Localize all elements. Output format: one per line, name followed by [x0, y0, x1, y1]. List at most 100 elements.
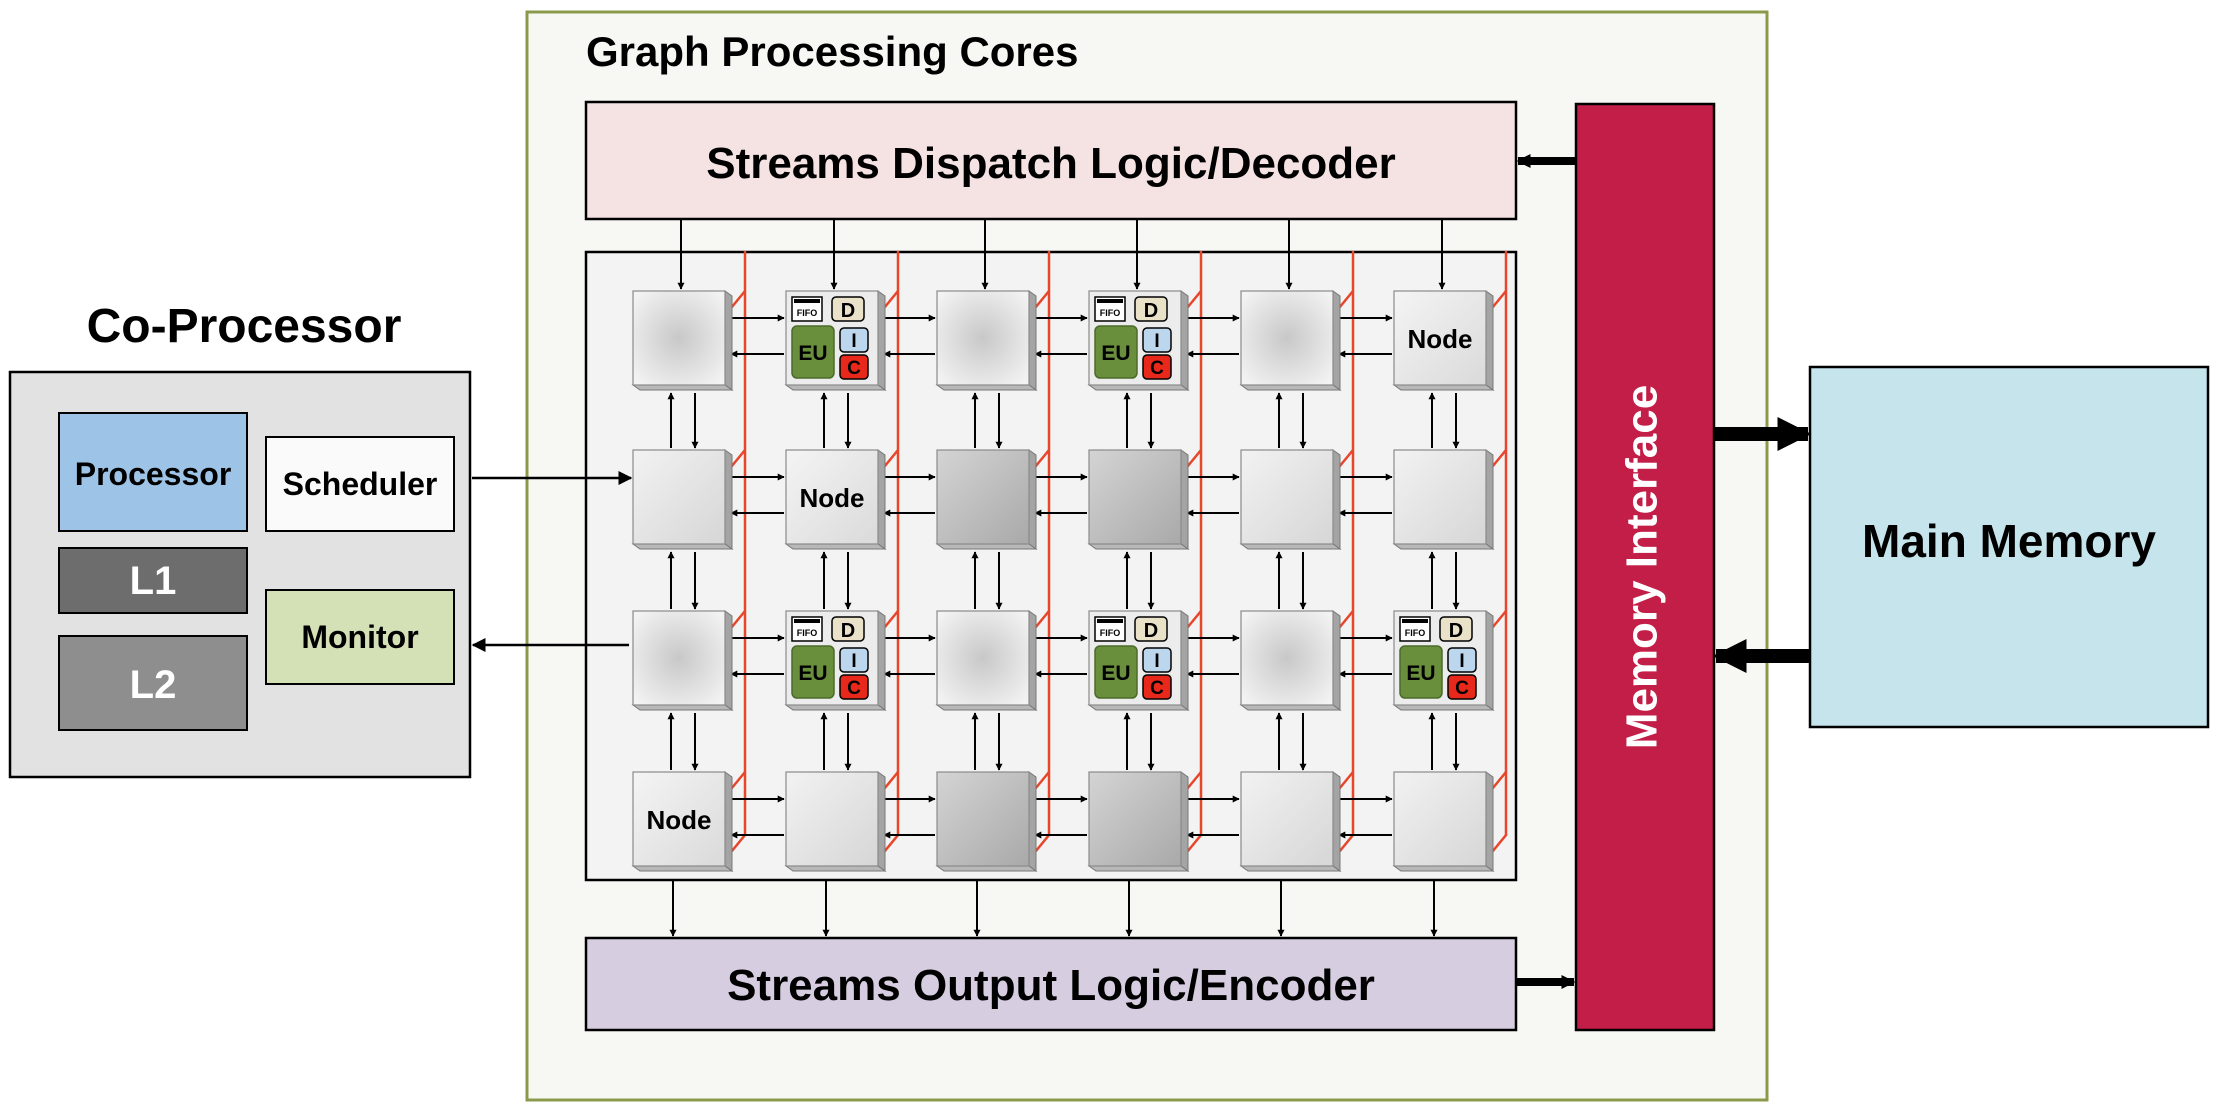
- cache-label: C: [847, 358, 861, 379]
- memory-interface-block: [1574, 102, 1716, 1032]
- processing-element-cell: [1239, 610, 1342, 711]
- processor-label: Processor: [75, 456, 232, 492]
- node-detail-cell: FIFO D EU IC: [1392, 610, 1495, 711]
- cache-label: C: [1455, 678, 1469, 699]
- execution-unit-label: EU: [1101, 662, 1130, 685]
- output-logic-label: Streams Output Logic/Encoder: [727, 961, 1375, 1010]
- cache-box: [839, 354, 869, 380]
- execution-unit-box: [1094, 325, 1138, 379]
- processing-element-cell: [935, 290, 1038, 391]
- data-memory-box: [831, 616, 865, 642]
- execution-unit-label: EU: [1406, 662, 1435, 685]
- data-memory-box: [1134, 616, 1168, 642]
- cache-box: [1142, 354, 1172, 380]
- node-cell: Node: [631, 771, 734, 872]
- cache-label: C: [1150, 678, 1164, 699]
- instruction-memory-box: [1142, 327, 1172, 353]
- cache-label: C: [1150, 358, 1164, 379]
- main-memory-label: Main Memory: [1862, 515, 2156, 567]
- instruction-memory-label: I: [851, 651, 856, 672]
- data-memory-label: D: [841, 300, 855, 322]
- memory-interface-label: Memory Interface: [1618, 385, 1667, 749]
- data-memory-label: D: [1144, 620, 1158, 642]
- processing-element-cell: [1087, 771, 1190, 872]
- execution-unit-box: [1399, 645, 1443, 699]
- fifo-label: FIFO: [1405, 628, 1426, 638]
- external-arrows: [471, 154, 1812, 989]
- instruction-memory-box: [839, 647, 869, 673]
- data-memory-label: D: [1449, 620, 1463, 642]
- fifo-label: FIFO: [1100, 628, 1121, 638]
- node-cell: Node: [784, 449, 887, 550]
- execution-unit-label: EU: [798, 342, 827, 365]
- node-detail-cell: FIFO D EU IC: [784, 290, 887, 391]
- fifo-label: FIFO: [797, 628, 818, 638]
- execution-unit-label: EU: [1101, 342, 1130, 365]
- cache-box: [839, 674, 869, 700]
- node-label: Node: [1408, 324, 1473, 354]
- node-detail-cell: FIFO D EU IC: [1087, 610, 1190, 711]
- output-logic-block: [584, 936, 1518, 1032]
- processing-element-cell: [1239, 290, 1342, 391]
- dispatch-logic-block: [584, 100, 1518, 221]
- data-memory-box: [1439, 616, 1473, 642]
- fifo-chip: FIFO: [791, 616, 823, 642]
- node-detail-cell: FIFO D EU IC: [784, 610, 887, 711]
- node-detail-cell: FIFO D EU IC: [1087, 290, 1190, 391]
- execution-unit-box: [1094, 645, 1138, 699]
- fifo-chip: FIFO: [791, 296, 823, 322]
- fifo-chip: FIFO: [1094, 616, 1126, 642]
- processing-element-cell: [935, 610, 1038, 711]
- instruction-memory-label: I: [1154, 651, 1159, 672]
- processing-element-cell: [935, 449, 1038, 550]
- grid-arrows: [667, 219, 1460, 937]
- execution-unit-box: [791, 645, 835, 699]
- execution-unit-box: [791, 325, 835, 379]
- processing-element-cell: [1239, 449, 1342, 550]
- processing-element-cell: [784, 771, 887, 872]
- instruction-memory-label: I: [1154, 331, 1159, 352]
- main-memory-block: [1808, 365, 2210, 729]
- processing-element-cell: [1239, 771, 1342, 872]
- processing-element-cell: [1087, 449, 1190, 550]
- l2-cache-block: [58, 635, 248, 731]
- processing-element-cell: [631, 290, 734, 391]
- monitor-block: [265, 589, 455, 685]
- processing-element-cell: [1392, 771, 1495, 872]
- node-label: Node: [647, 805, 712, 835]
- cache-label: C: [847, 678, 861, 699]
- processor-block: [58, 412, 248, 532]
- fifo-label: FIFO: [797, 308, 818, 318]
- cache-box: [1142, 674, 1172, 700]
- l1-cache-block: [58, 547, 248, 614]
- bus-line: [1487, 251, 1508, 858]
- processing-element-cell: [631, 449, 734, 550]
- l2-cache-label: L2: [130, 663, 177, 707]
- scheduler-label: Scheduler: [283, 466, 438, 502]
- fifo-label: FIFO: [1100, 308, 1121, 318]
- instruction-memory-label: I: [1459, 651, 1464, 672]
- fifo-chip: FIFO: [1094, 296, 1126, 322]
- data-memory-box: [1134, 296, 1168, 322]
- data-memory-box: [831, 296, 865, 322]
- processing-element-cell: [631, 610, 734, 711]
- processing-element-cell: [935, 771, 1038, 872]
- instruction-memory-box: [1142, 647, 1172, 673]
- cache-box: [1447, 674, 1477, 700]
- instruction-memory-box: [1447, 647, 1477, 673]
- dispatch-logic-label: Streams Dispatch Logic/Decoder: [706, 139, 1396, 188]
- coprocessor-title: Co-Processor: [87, 300, 402, 353]
- data-memory-label: D: [1144, 300, 1158, 322]
- instruction-memory-label: I: [851, 331, 856, 352]
- l1-cache-label: L1: [130, 559, 177, 603]
- node-cell: Node: [1392, 290, 1495, 391]
- processing-element-cell: [1392, 449, 1495, 550]
- data-memory-label: D: [841, 620, 855, 642]
- gpc-title: Graph Processing Cores: [586, 28, 1079, 75]
- instruction-memory-box: [839, 327, 869, 353]
- fifo-chip: FIFO: [1399, 616, 1431, 642]
- execution-unit-label: EU: [798, 662, 827, 685]
- node-label: Node: [800, 483, 865, 513]
